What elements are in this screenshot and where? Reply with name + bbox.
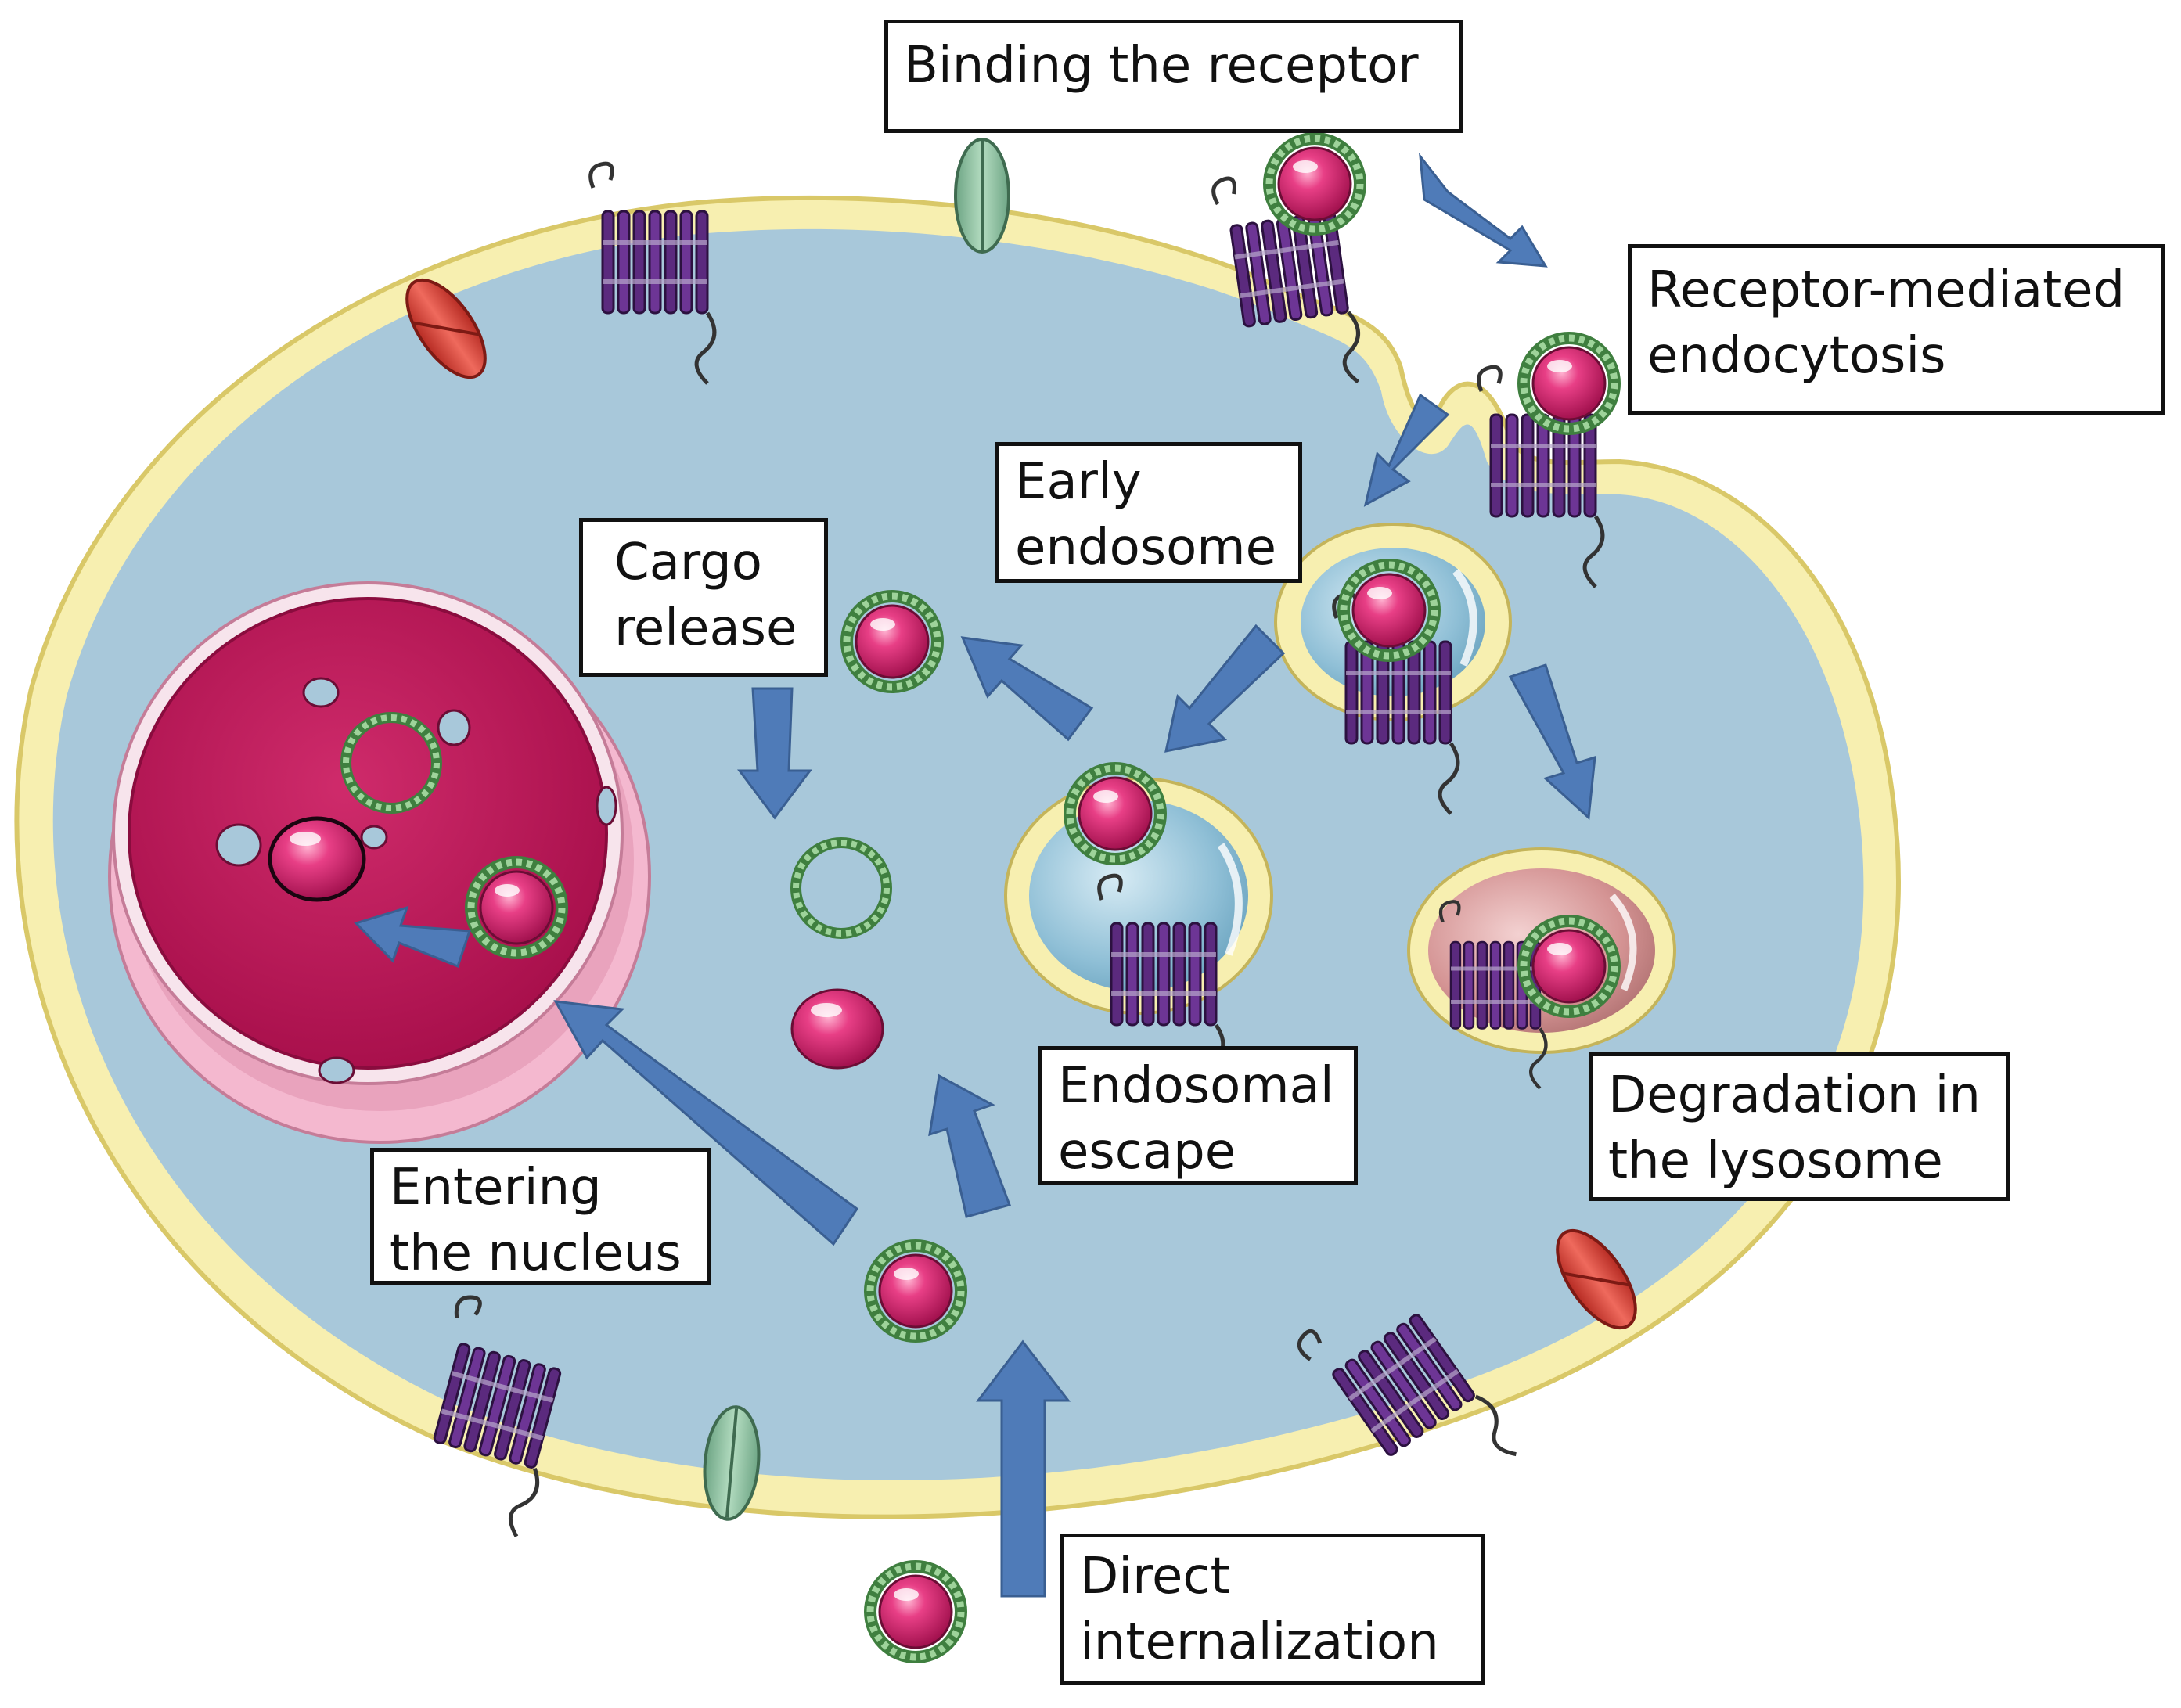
nanoparticle-at-nucleus [471,862,562,953]
label-early-endosome: Early endosome [995,442,1302,583]
label-receptor-mediated-line1: Receptor-mediated [1647,261,2125,319]
arrow-to-nucleus [553,1000,859,1246]
channel-green-top [954,138,1010,254]
label-receptor-mediated-endocytosis: Receptor-mediated endocytosis [1628,244,2165,415]
label-endosomal-escape-line1: Endosomal [1058,1057,1334,1115]
label-direct-internalization-line2: internalization [1080,1613,1439,1671]
label-entering-nucleus-line2: the nucleus [390,1224,682,1282]
label-direct-internalization-line1: Direct [1080,1548,1230,1606]
nanoparticle-endocytosis [1524,338,1614,429]
nanoparticle-binding [1269,138,1360,229]
arrow-binding-to-endocytosis [1419,153,1548,268]
arrow-to-cargo [928,1073,1011,1218]
nanoparticle-lysosome [1524,921,1614,1012]
nucleus [108,581,651,1144]
label-cargo-release-line1: Cargo [614,534,762,592]
arrow-release-down [737,687,812,820]
nanoparticle-escape-endosome [1070,768,1161,859]
label-endosomal-escape: Endosomal escape [1038,1046,1358,1185]
arrow-to-early-endosome [1363,393,1450,507]
label-degradation-line2: the lysosome [1608,1132,1943,1190]
nanoparticle-early-endosome [1344,565,1434,656]
free-cargo [790,988,884,1070]
label-cargo-release-line2: release [614,599,797,657]
label-cargo-release: Cargo release [579,518,828,677]
nanoparticle-outside [870,1566,961,1657]
label-binding-receptor-line1: Binding the receptor [904,37,1419,95]
nanoparticle-cargo-release [847,596,938,687]
label-early-endosome-line2: endosome [1015,519,1276,577]
nanoparticle-internalized [870,1246,961,1336]
label-entering-nucleus: Entering the nucleus [370,1148,711,1285]
label-degradation-line1: Degradation in [1608,1066,1981,1124]
arrow-early-to-escape [1164,624,1286,753]
arrow-direct-internalization [975,1339,1071,1598]
label-receptor-mediated-line2: endocytosis [1647,327,1946,385]
label-direct-internalization: Direct internalization [1060,1534,1485,1685]
label-early-endosome-line1: Early [1015,453,1142,511]
arrow-escape-to-release [960,636,1094,742]
label-endosomal-escape-line2: escape [1058,1123,1236,1181]
label-entering-nucleus-line1: Entering [390,1159,602,1217]
arrow-into-nucleus [354,905,472,968]
label-degradation-lysosome: Degradation in the lysosome [1589,1052,2010,1201]
arrow-to-lysosome [1508,663,1596,821]
label-binding-receptor: Binding the receptor [884,20,1463,133]
